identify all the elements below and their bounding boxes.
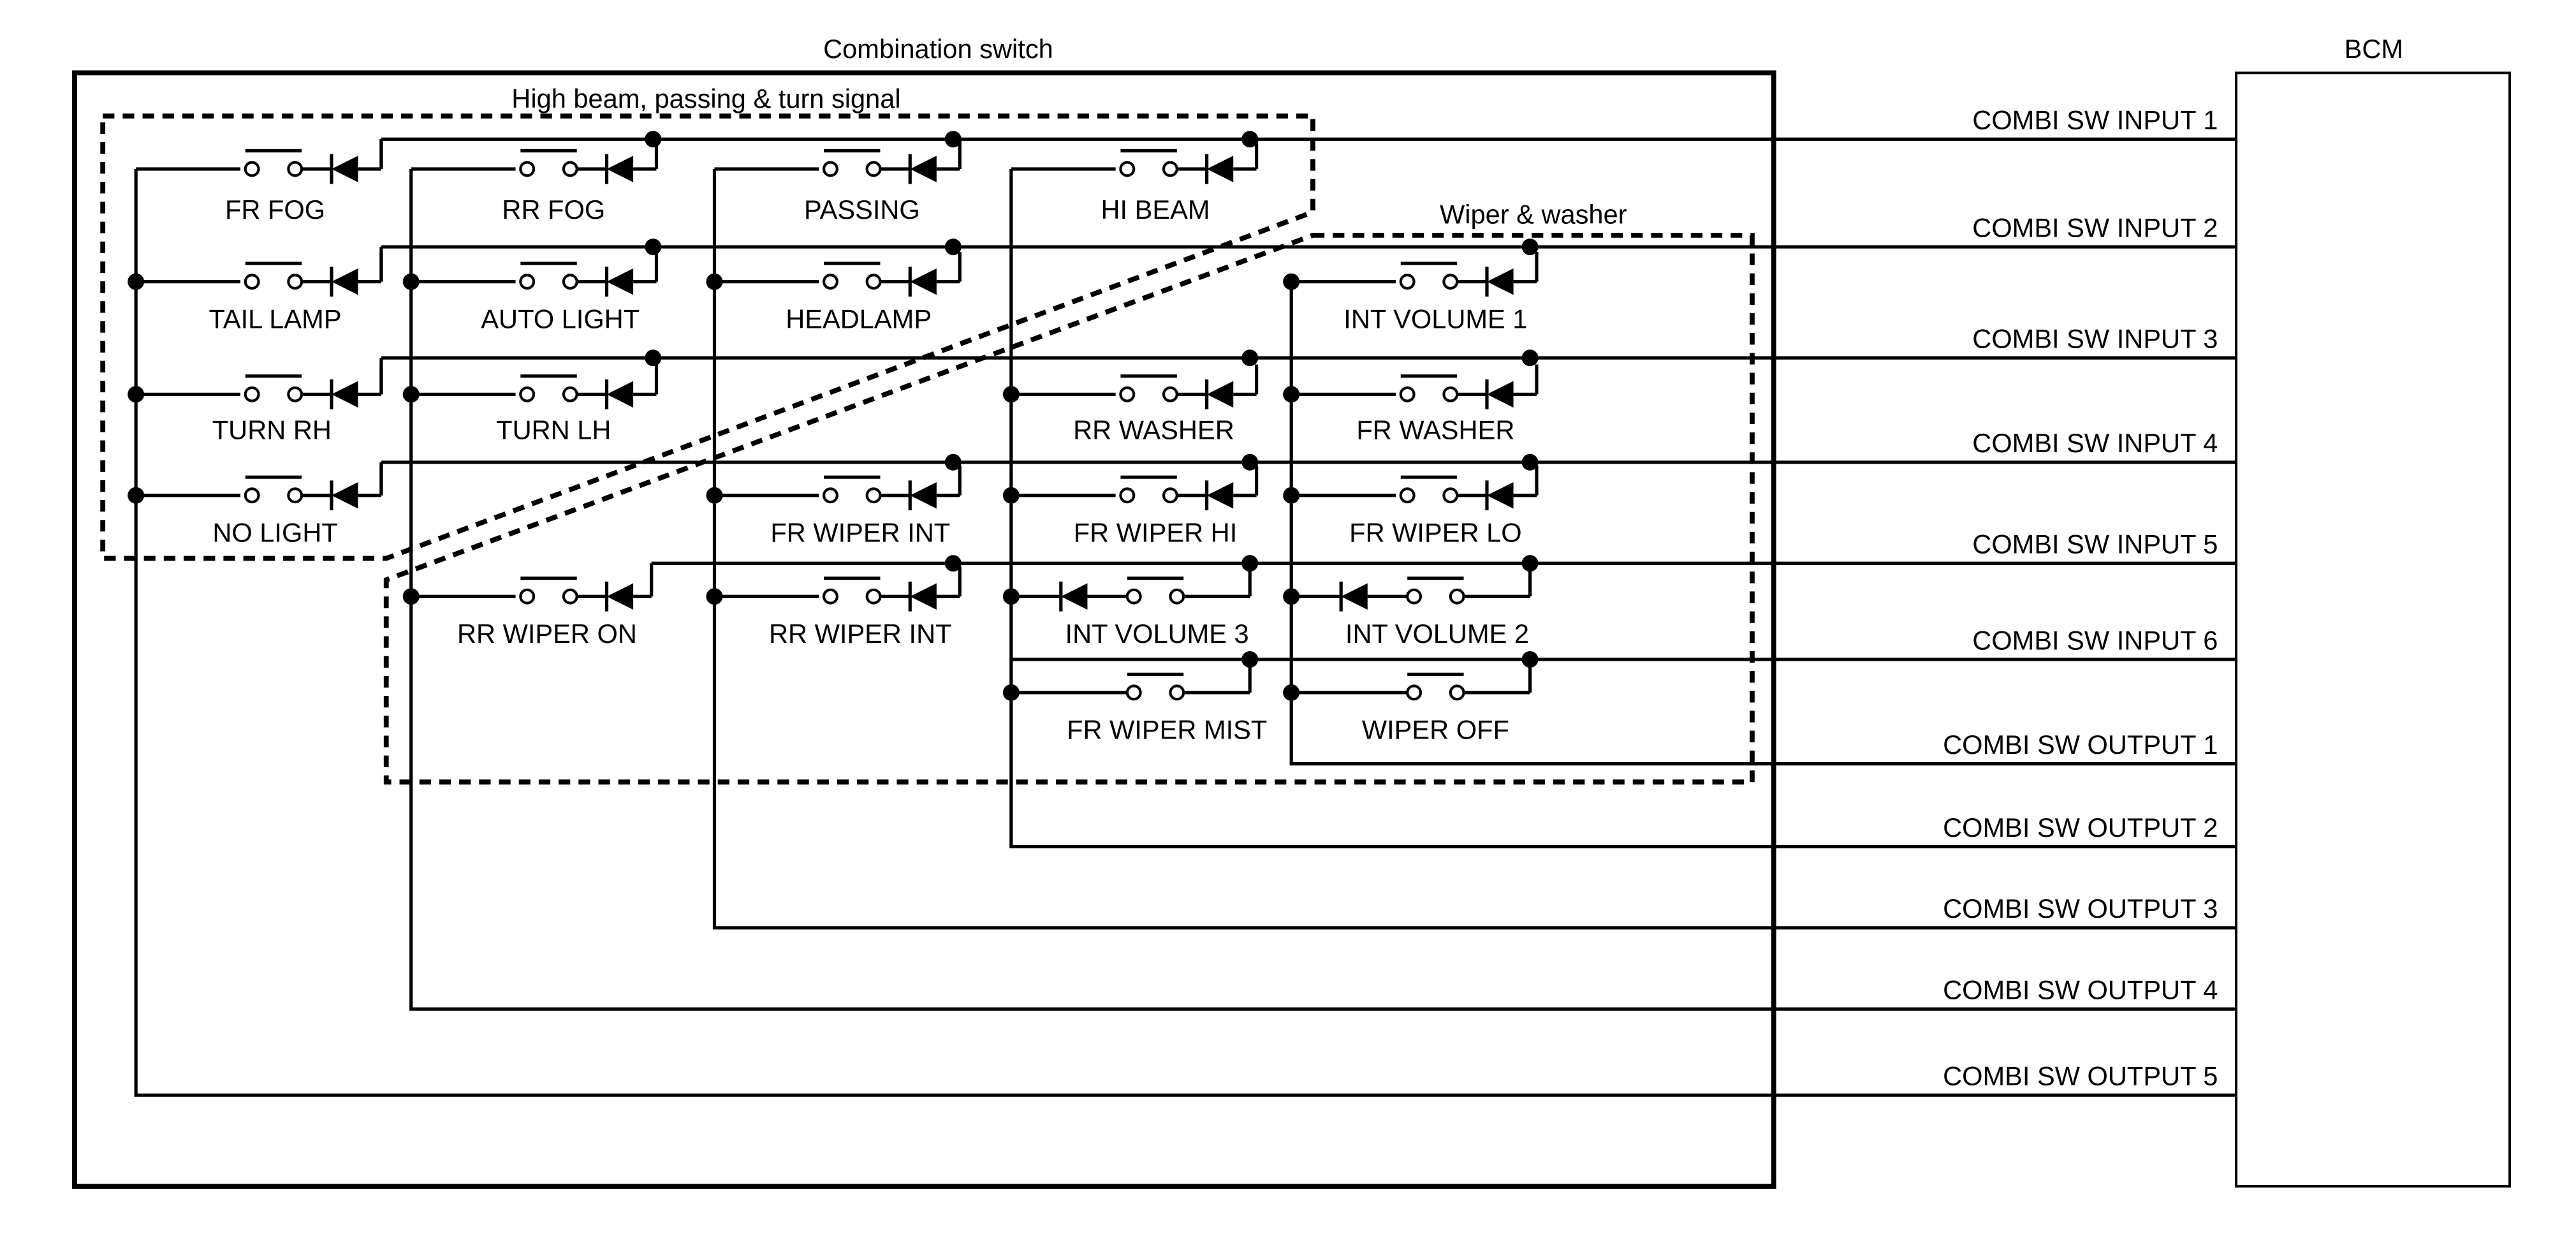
switch-auto-light-label: AUTO LIGHT (481, 304, 640, 334)
switch-wiper-off (1291, 663, 1530, 699)
bcm-output-1-label: COMBI SW OUTPUT 1 (1943, 730, 2218, 760)
switch-rr-fog (411, 139, 657, 184)
switch-fr-wiper-lo (1291, 466, 1537, 510)
wiper-group-outline (383, 232, 1755, 785)
switch-rr-fog-label: RR FOG (502, 195, 605, 224)
bcm-box (2235, 71, 2511, 1188)
bcm-input-2-label: COMBI SW INPUT 2 (1972, 213, 2218, 243)
switch-passing-label: PASSING (804, 195, 920, 224)
switch-fr-wiper-mist-label: FR WIPER MIST (1067, 715, 1267, 745)
switch-int-volume-1-label: INT VOLUME 1 (1343, 304, 1527, 334)
high-beam-group-outline (100, 113, 1315, 561)
switch-fr-washer-label: FR WASHER (1356, 415, 1514, 445)
switch-fr-fog (136, 139, 381, 184)
switch-no-light-label: NO LIGHT (212, 518, 337, 548)
switch-auto-light (411, 252, 657, 297)
switch-fr-wiper-hi-label: FR WIPER HI (1074, 518, 1237, 548)
bcm-input-4-label: COMBI SW INPUT 4 (1972, 428, 2218, 458)
switch-fr-washer (1291, 365, 1537, 409)
bcm-input-5-label: COMBI SW INPUT 5 (1972, 529, 2218, 559)
switch-rr-washer (1011, 365, 1257, 409)
bcm-input-3-label: COMBI SW INPUT 3 (1972, 324, 2218, 354)
combination-switch-box (72, 70, 1776, 1189)
switch-fr-fog-label: FR FOG (225, 195, 325, 224)
switch-turn-rh-label: TURN RH (212, 415, 332, 445)
switch-turn-lh (411, 365, 657, 409)
switch-wiper-off-label: WIPER OFF (1362, 715, 1509, 745)
switch-fr-wiper-mist (1011, 663, 1250, 699)
switch-tail-lamp-label: TAIL LAMP (209, 304, 342, 334)
combination-switch-title: Combination switch (823, 34, 1053, 64)
switch-rr-wiper-int-label: RR WIPER INT (769, 619, 952, 649)
bcm-input-1-label: COMBI SW INPUT 1 (1972, 105, 2218, 135)
switch-rr-wiper-on (411, 563, 654, 612)
switch-headlamp (714, 252, 960, 297)
switch-fr-wiper-int-label: FR WIPER INT (770, 518, 950, 548)
switch-hi-beam (1011, 139, 1257, 184)
switch-hi-beam-label: HI BEAM (1101, 195, 1210, 224)
switch-int-volume-2 (1291, 566, 1530, 611)
switch-turn-rh (136, 365, 381, 409)
switch-no-light (136, 466, 381, 510)
bcm-output-4-label: COMBI SW OUTPUT 4 (1943, 975, 2218, 1005)
switch-turn-lh-label: TURN LH (496, 415, 611, 445)
switch-int-volume-3 (1011, 566, 1250, 611)
switch-int-volume-1 (1291, 252, 1537, 297)
bcm-output-5-label: COMBI SW OUTPUT 5 (1943, 1061, 2218, 1091)
high-beam-group-label: High beam, passing & turn signal (511, 84, 900, 114)
bcm-title: BCM (2345, 34, 2403, 64)
switch-fr-wiper-lo-label: FR WIPER LO (1349, 518, 1521, 548)
wiper-group-label: Wiper & washer (1440, 200, 1627, 230)
switch-int-volume-2-label: INT VOLUME 2 (1345, 619, 1529, 649)
switch-int-volume-3-label: INT VOLUME 3 (1065, 619, 1249, 649)
output-lines (134, 168, 2237, 1097)
junction-dots (128, 131, 1539, 701)
bcm-output-2-label: COMBI SW OUTPUT 2 (1943, 813, 2218, 842)
switch-rr-wiper-int (714, 566, 960, 611)
input-bus-lines (381, 137, 2237, 661)
switch-fr-wiper-hi (1011, 466, 1257, 510)
bcm-output-3-label: COMBI SW OUTPUT 3 (1943, 894, 2218, 923)
switch-fr-wiper-int (714, 466, 960, 510)
switch-headlamp-label: HEADLAMP (786, 304, 932, 334)
switch-rr-washer-label: RR WASHER (1073, 415, 1234, 445)
switch-tail-lamp (136, 252, 381, 297)
switch-passing (714, 139, 960, 184)
bcm-input-6-label: COMBI SW INPUT 6 (1972, 625, 2218, 655)
switch-rr-wiper-on-label: RR WIPER ON (457, 619, 637, 649)
